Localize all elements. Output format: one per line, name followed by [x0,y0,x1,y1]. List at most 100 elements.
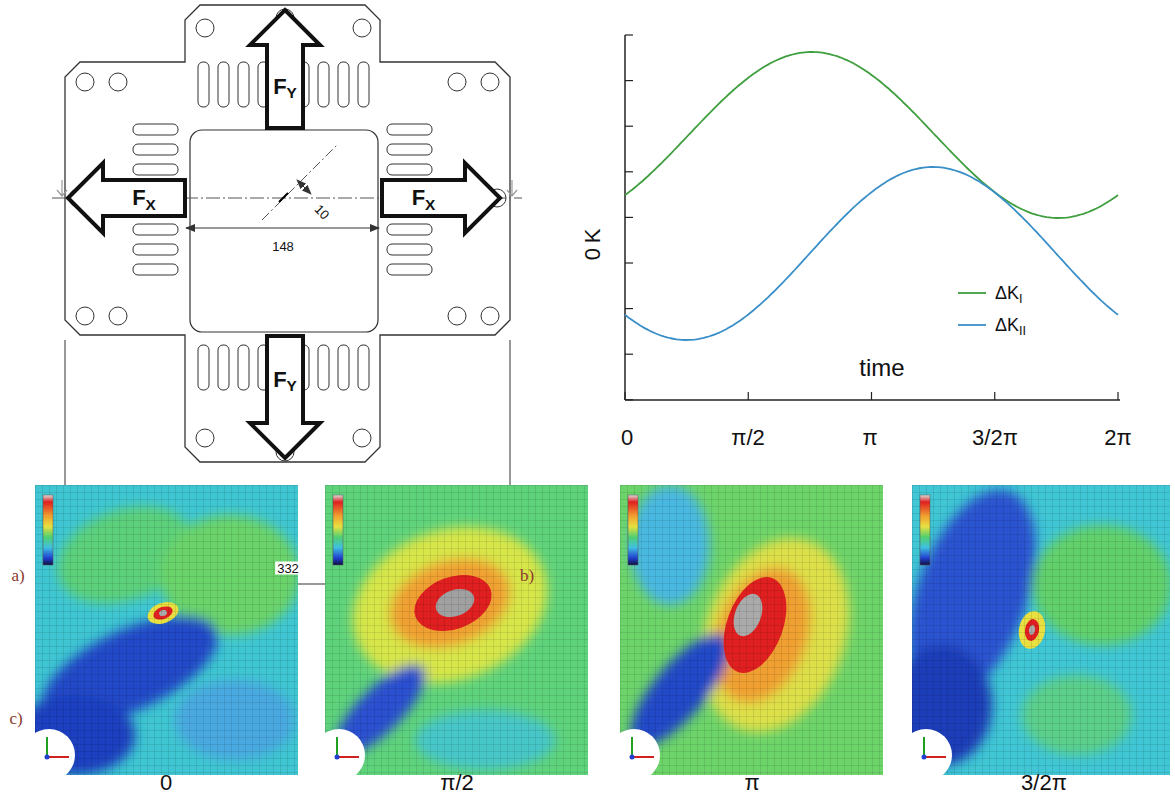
tick [625,217,633,218]
slot [198,62,209,107]
axis-triad [23,729,75,781]
fe-mesh [620,485,883,775]
block-arrow [382,163,500,233]
tick-label: 2π [1104,427,1131,449]
block-arrow-outline [382,163,500,233]
axis-triad [46,737,48,757]
slot [218,62,229,107]
subscript: II [1019,324,1026,338]
phase-label: π/2 [440,772,474,794]
subscript: Y [287,84,297,101]
subscript: X [146,196,156,213]
view-marker [57,180,67,196]
color-bar [628,495,638,565]
slot [387,124,432,135]
tick [625,80,633,81]
tick [625,126,633,127]
block-arrow-outline [68,163,185,233]
tick [994,392,995,400]
slot [358,62,369,107]
bolt-hole [481,307,499,325]
legend-text: ΔKII [995,316,1026,334]
axis-triad [631,737,633,757]
bolt-hole [196,429,214,447]
bolt-hole [481,73,499,91]
panel-letter: b) [520,567,534,584]
slot [133,124,178,135]
force-label: FY [273,369,297,391]
axis-triad [632,756,654,758]
block-arrow-outline [250,336,320,458]
tick-label: π [862,427,877,449]
axis-triad [47,756,69,758]
bolt-hole [448,73,466,91]
contour-ground [325,485,588,775]
tick-label: 3/2π [972,427,1018,449]
axis-triad [313,729,365,781]
phase-label: 3/2π [1021,772,1067,794]
fe-contour-plots [15,473,1172,781]
color-bar [43,495,53,565]
legend-sample [958,292,986,294]
force-label: FX [132,187,156,209]
slot [218,345,229,390]
k-chart [625,35,1120,400]
subscript: I [1019,292,1023,306]
force-arrow: FX [68,163,185,233]
bolt-hole [109,307,127,325]
contour-ground [620,485,883,775]
dimension-line [186,228,379,229]
block-arrow-outline [250,10,320,128]
axis-triad [335,755,340,760]
axis-triad [900,729,952,781]
tick [625,262,633,263]
legend-sample [958,324,986,326]
tick [625,399,633,400]
axis-triad [337,756,359,758]
axis-triad [630,755,635,760]
panel-letter: a) [11,567,24,584]
contour-ground [35,485,298,775]
phase-label: 0 [160,772,172,794]
dimension: 332 [275,562,301,575]
specimen-outline [65,5,510,462]
legend-text: ΔKI [995,284,1023,302]
bolt-hole [196,19,214,37]
color-bar [333,495,343,565]
bolt-hole [353,19,371,37]
block-arrow [250,10,320,128]
contour-plot [15,485,300,781]
slot [358,345,369,390]
slot [387,224,432,235]
axis-title: time [859,356,904,380]
fe-mesh [35,485,298,775]
tick [625,308,633,309]
tick [625,171,633,172]
axis-triad [336,737,338,757]
contour-plot [608,485,883,781]
axis-triad [45,755,50,760]
axis-triad [923,737,925,757]
x-axis [625,399,1120,401]
slot [387,164,432,175]
tick [1117,392,1118,400]
slot [318,62,329,107]
tick-label: π/2 [731,427,765,449]
bolt-hole [448,307,466,325]
slots-and-holes [69,9,506,461]
crack [279,193,288,202]
bolt-hole [353,429,371,447]
force-label: FY [273,76,297,98]
dimension-line [297,180,311,194]
slot [387,244,432,255]
axis-triad [608,729,660,781]
slot [133,224,178,235]
delta-k2-curve [625,167,1118,340]
axis-title: K [582,229,604,244]
tick-label: 0 [621,427,633,449]
slot [387,264,432,275]
subscript: Y [287,377,297,394]
force-arrow: FY [250,10,320,128]
color-bar [920,495,930,565]
